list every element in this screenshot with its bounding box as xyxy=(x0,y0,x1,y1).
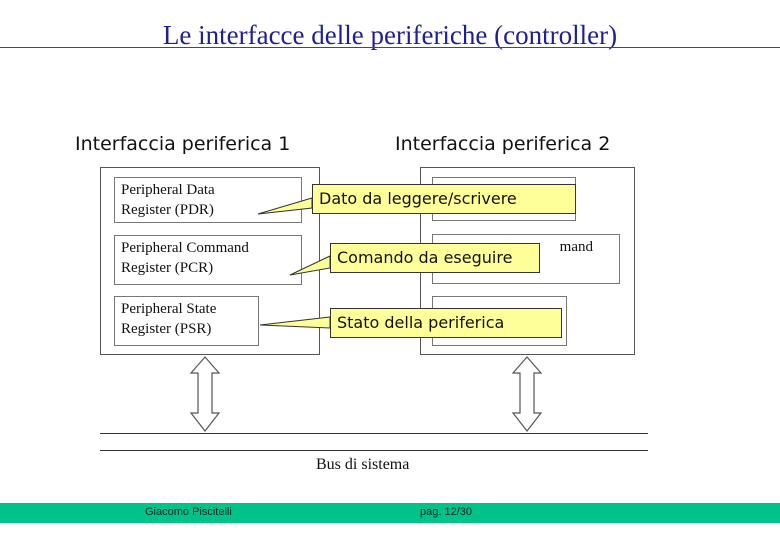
register-pdr-line2: Register (PDR) xyxy=(121,202,214,218)
register-pcr-line2: Register (PCR) xyxy=(121,260,214,276)
register-pcr: Peripheral Command Register (PCR) xyxy=(114,235,302,285)
register-psr: Peripheral State Register (PSR) xyxy=(114,296,259,346)
callout-state-pointer xyxy=(259,316,331,329)
bus-arrow-right xyxy=(511,356,543,432)
bus-line-top xyxy=(100,433,648,434)
callout-data: Dato da leggere/scrivere xyxy=(312,184,576,214)
slide-title: Le interfacce delle periferiche (control… xyxy=(162,20,618,50)
callout-state: Stato della periferica xyxy=(330,308,562,338)
callout-command: Comando da eseguire xyxy=(330,243,540,273)
register-pcr-line1: Peripheral Command xyxy=(121,240,249,256)
interface2-heading: Interfaccia periferica 2 xyxy=(395,133,611,155)
register-pdr: Peripheral Data Register (PDR) xyxy=(114,177,302,223)
bus-label: Bus di sistema xyxy=(316,456,410,473)
interface1-heading: Interfaccia periferica 1 xyxy=(75,133,291,155)
callout-command-pointer xyxy=(289,255,331,276)
callout-data-pointer xyxy=(257,197,313,215)
register-pdr-line1: Peripheral Data xyxy=(121,182,215,198)
bus-line-bottom xyxy=(100,450,648,451)
register-psr-line1: Peripheral State xyxy=(121,301,217,317)
bus-arrow-left xyxy=(189,356,221,432)
footer-bar xyxy=(0,503,780,523)
interface2-partial-text: mand xyxy=(559,239,593,255)
footer-page: pag. 12/30 xyxy=(420,506,472,518)
footer-author: Giacomo Piscitelli xyxy=(145,506,232,518)
register-psr-line2: Register (PSR) xyxy=(121,321,212,337)
title-rule xyxy=(0,47,780,48)
